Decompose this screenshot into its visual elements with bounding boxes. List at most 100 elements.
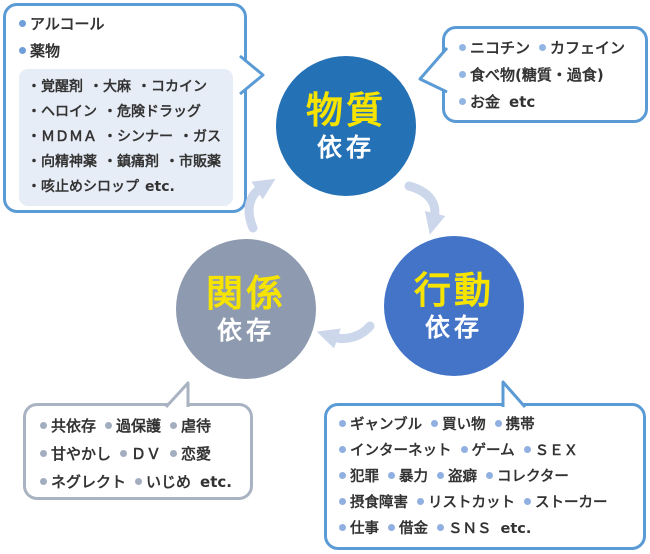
- bullet-icon: [40, 477, 47, 485]
- circle-subtitle: 依存: [316, 132, 375, 162]
- bullet-icon: [120, 449, 128, 457]
- list-item: ・ガス: [179, 129, 221, 145]
- list-line: ニコチンカフェイン: [459, 35, 645, 62]
- list-item: いじめ: [135, 468, 191, 496]
- bullet-icon: [40, 449, 47, 457]
- bullet-icon: [388, 524, 395, 531]
- bullet-icon: [388, 472, 395, 479]
- list-line: 共依存過保護虐待: [40, 412, 250, 440]
- bullet-icon: [170, 449, 178, 457]
- list-item: ニコチン: [459, 35, 530, 62]
- list-item: ギャンブル: [339, 412, 422, 438]
- list-item: ・覚醒剤: [27, 79, 83, 95]
- list-line: ネグレクトいじめ etc.: [40, 468, 250, 496]
- list-line: ・ヘロイン・危険ドラッグ: [27, 100, 225, 125]
- list-item: カフェイン: [539, 35, 625, 62]
- list-item: 虐待: [170, 412, 211, 440]
- list-item: ＳＥＸ: [523, 438, 578, 464]
- list-item: etc: [509, 93, 536, 111]
- bullet-icon: [339, 524, 346, 531]
- bullet-icon: [339, 420, 346, 427]
- list-item: 恋愛: [170, 440, 211, 468]
- list-item: ・市販薬: [165, 154, 221, 170]
- list-item: お金: [459, 89, 500, 116]
- list-item: 食べ物(糖質・過食): [459, 62, 604, 89]
- circle-title: 物質: [306, 89, 386, 133]
- list-item: 過保護: [105, 412, 161, 440]
- arrow-relationship-to-substance-icon: [244, 178, 276, 233]
- list-line: ・向精神薬・鎮痛剤・市販薬: [27, 150, 225, 175]
- bullet-icon: [170, 421, 178, 429]
- bullet-icon: [459, 70, 466, 78]
- substance-examples-bubble-left: アルコール薬物 ・覚醒剤・大麻・コカイン・ヘロイン・危険ドラッグ・ＭＤＭＡ・シン…: [3, 3, 247, 213]
- bullet-icon: [459, 97, 466, 105]
- list-line: ギャンブル買い物携帯: [339, 412, 643, 438]
- substance-examples-bubble-right: ニコチンカフェイン食べ物(糖質・過食)お金 etc: [442, 26, 648, 123]
- behavior-dependence-circle: 行動 依存: [384, 236, 524, 376]
- list-item: ＳＮＳ: [437, 516, 492, 542]
- list-line: インターネットゲーム ＳＥＸ: [339, 438, 643, 464]
- circle-title: 行動: [414, 269, 494, 313]
- bullet-icon: [460, 446, 468, 453]
- list-item: ・鎮痛剤: [103, 154, 159, 170]
- list-line: ・覚醒剤・大麻・コカイン: [27, 75, 225, 100]
- list-line: 食べ物(糖質・過食): [459, 62, 645, 89]
- list-item: ・ＭＤＭＡ: [27, 129, 97, 145]
- list-item: インターネット: [339, 438, 452, 464]
- bullet-icon: [417, 498, 424, 505]
- bullet-icon: [105, 421, 113, 429]
- list-line: ・ＭＤＭＡ ・シンナー・ガス: [27, 125, 225, 150]
- list-item: ・コカイン: [137, 79, 207, 95]
- list-item: 犯罪: [339, 464, 379, 490]
- bullet-icon: [539, 43, 547, 51]
- list-item: 暴力: [388, 464, 428, 490]
- list-item: ストーカー: [524, 490, 608, 516]
- list-line: アルコール: [19, 11, 244, 38]
- list-item: ＤＶ: [120, 440, 161, 468]
- substance-main-list: アルコール薬物: [19, 11, 244, 65]
- list-item: 摂食障害: [339, 490, 408, 516]
- list-item: 買い物: [431, 412, 486, 438]
- list-item: 携帯: [494, 412, 535, 438]
- bullet-icon: [339, 472, 346, 479]
- list-item: リストカット: [417, 490, 515, 516]
- circle-title: 関係: [206, 272, 286, 316]
- bullet-icon: [437, 472, 444, 479]
- list-item: 盗癖: [437, 464, 477, 490]
- relationship-dependence-circle: 関係 依存: [176, 239, 316, 379]
- list-item: 薬物: [19, 38, 60, 65]
- bullet-icon: [19, 19, 26, 27]
- arrow-behavior-to-relationship-icon: [316, 321, 375, 349]
- bullet-icon: [494, 420, 502, 427]
- drug-sub-examples-box: ・覚醒剤・大麻・コカイン・ヘロイン・危険ドラッグ・ＭＤＭＡ・シンナー・ガス・向精…: [19, 69, 233, 206]
- list-item: ・危険ドラッグ: [103, 104, 201, 120]
- list-item: etc.: [500, 521, 532, 537]
- list-line: お金 etc: [459, 89, 645, 116]
- list-line: 甘やかし ＤＶ 恋愛: [40, 440, 250, 468]
- list-item: コレクター: [486, 464, 569, 490]
- list-item: ・大麻: [89, 79, 131, 95]
- circle-subtitle: 依存: [216, 315, 275, 345]
- list-item: アルコール: [19, 11, 105, 38]
- list-item: 仕事: [339, 516, 379, 542]
- list-item: etc.: [145, 179, 175, 195]
- list-item: 甘やかし: [40, 440, 111, 468]
- list-item: ・ヘロイン: [27, 104, 97, 120]
- list-item: 共依存: [40, 412, 96, 440]
- list-item: ゲーム: [460, 438, 515, 464]
- list-item: ・シンナー: [103, 129, 173, 145]
- list-item: etc.: [200, 473, 232, 491]
- bullet-icon: [339, 446, 346, 453]
- bullet-icon: [339, 498, 346, 505]
- list-item: ネグレクト: [40, 468, 126, 496]
- list-line: 摂食障害リストカットストーカー: [339, 490, 643, 516]
- bullet-icon: [523, 446, 531, 453]
- bullet-icon: [486, 472, 493, 479]
- bullet-icon: [524, 498, 531, 505]
- circle-subtitle: 依存: [424, 312, 483, 342]
- bullet-icon: [459, 43, 466, 51]
- substance-dependence-circle: 物質 依存: [276, 56, 416, 196]
